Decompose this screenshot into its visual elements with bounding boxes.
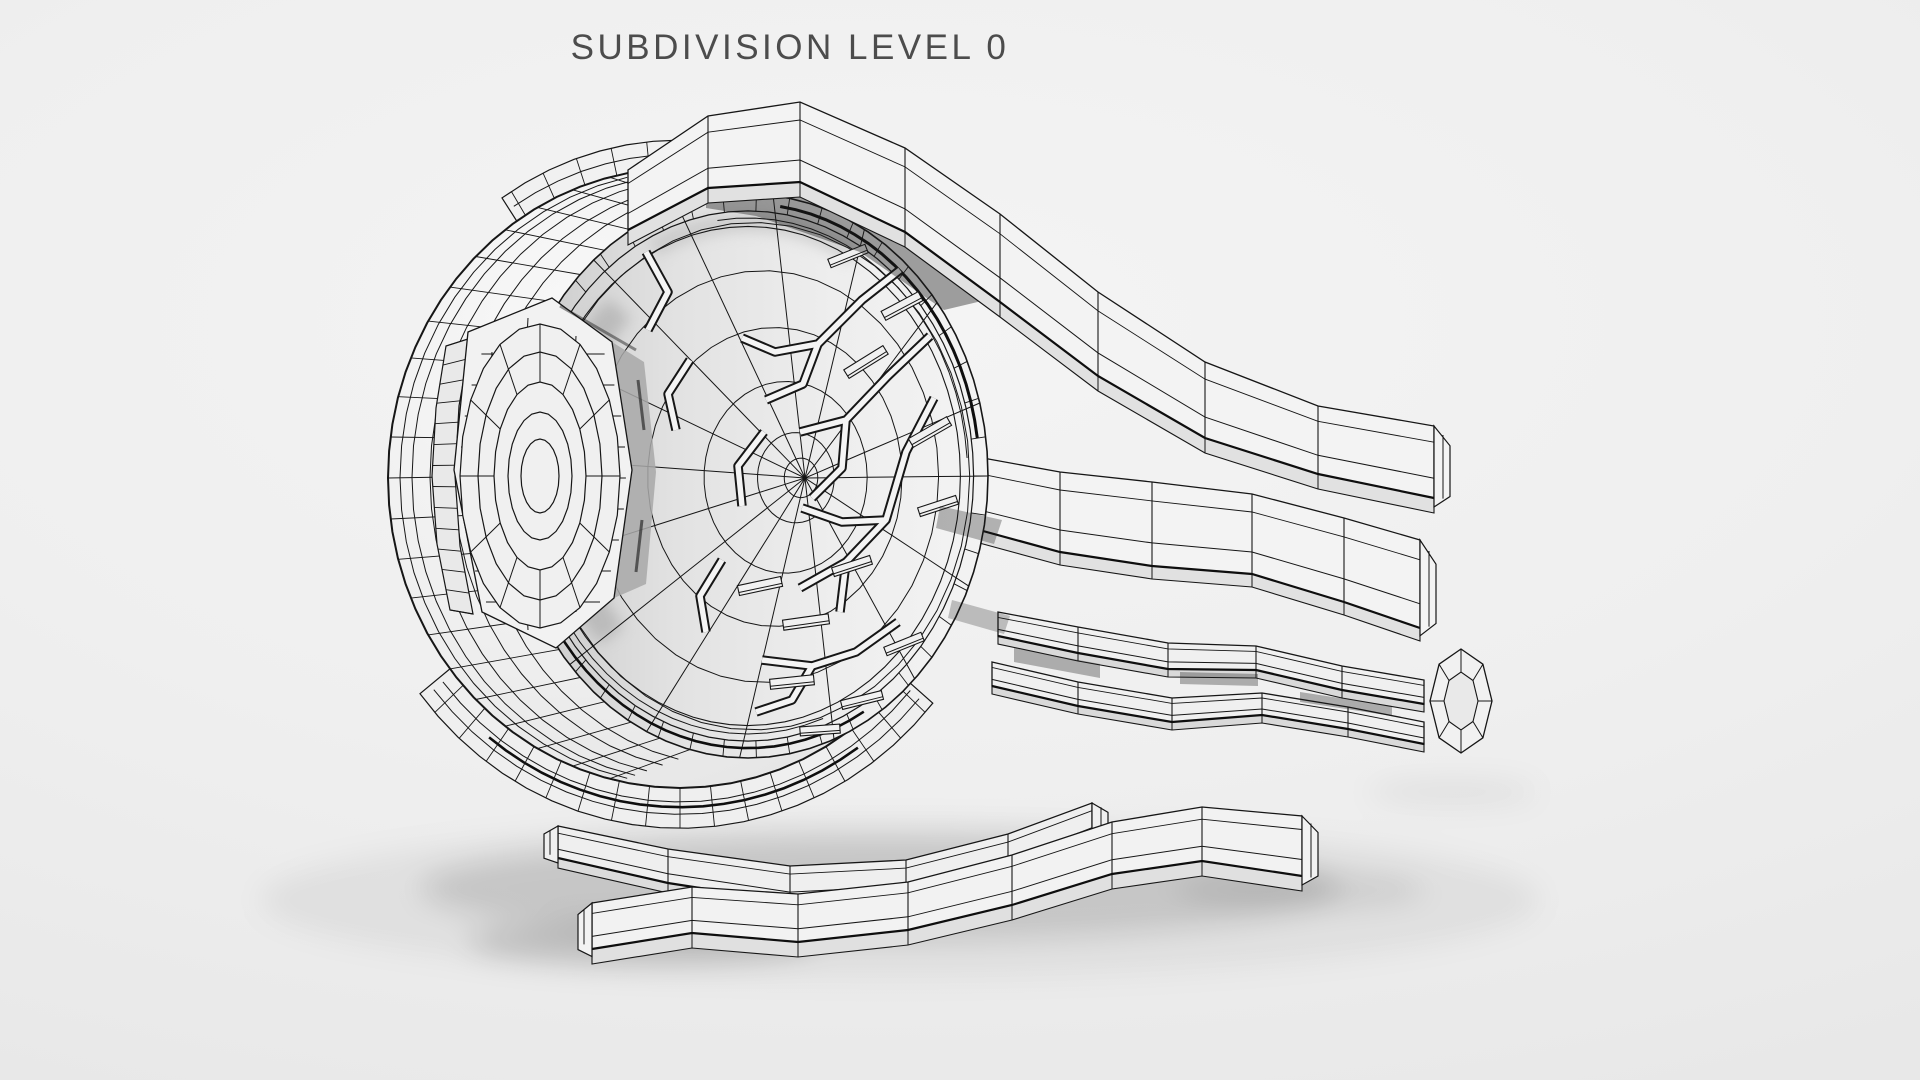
page-title: SUBDIVISION LEVEL 0 xyxy=(570,28,1010,67)
